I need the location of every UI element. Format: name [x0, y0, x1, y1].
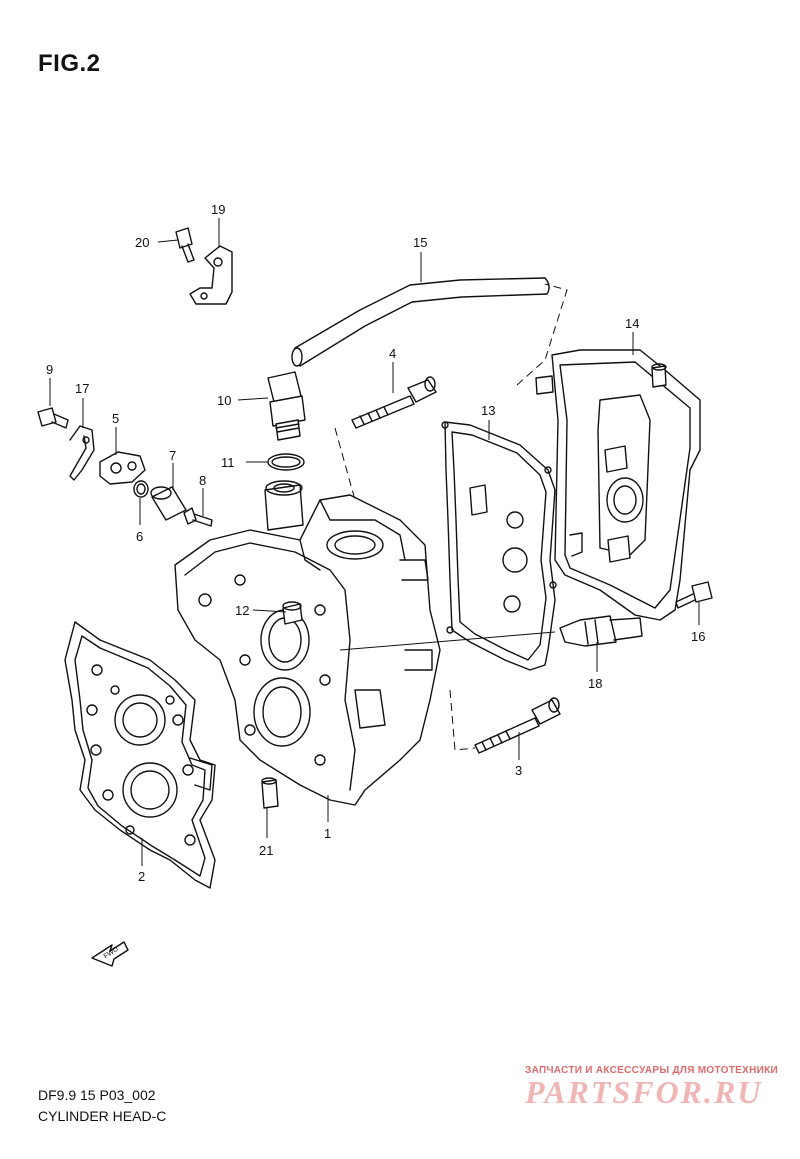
figure-name: CYLINDER HEAD-C — [38, 1108, 167, 1124]
part-5-grommet — [99, 451, 146, 485]
part-16-bolt — [675, 581, 713, 609]
callout-18: 18 — [588, 676, 602, 691]
part-8-screw — [183, 507, 213, 527]
part-19-bracket — [189, 245, 233, 305]
callout-16: 16 — [691, 629, 705, 644]
part-15-breather-hose — [291, 277, 550, 367]
callout-4: 4 — [389, 346, 396, 361]
assembly-line — [516, 283, 568, 386]
part-21-plug — [261, 777, 279, 809]
part-10-fitting — [267, 371, 306, 441]
callout-8: 8 — [199, 473, 206, 488]
part-14-head-cover — [535, 349, 701, 621]
fwd-arrow-icon: FWD — [91, 941, 129, 967]
callout-3: 3 — [515, 763, 522, 778]
assembly-line — [334, 427, 356, 501]
callout-13: 13 — [481, 403, 495, 418]
callout-1: 1 — [324, 826, 331, 841]
part-11-o-ring — [267, 453, 305, 471]
assembly-line — [339, 631, 556, 651]
callout-10: 10 — [217, 393, 231, 408]
callout-5: 5 — [112, 411, 119, 426]
watermark-tagline: ЗАПЧАСТИ И АКСЕССУАРЫ ДЛЯ МОТОТЕХНИКИ — [525, 1065, 778, 1076]
part-2-head-gasket — [64, 621, 216, 889]
watermark: ЗАПЧАСТИ И АКСЕССУАРЫ ДЛЯ МОТОТЕХНИКИ PA… — [525, 1065, 778, 1111]
callout-20: 20 — [135, 235, 149, 250]
watermark-brand: PARTSFOR.RU — [525, 1074, 763, 1110]
part-1-cylinder-head — [174, 480, 441, 806]
figure-code: DF9.9 15 P03_002 — [38, 1087, 156, 1103]
callout-12: 12 — [235, 603, 249, 618]
figure-title: FIG.2 — [38, 50, 101, 77]
part-20-bolt — [175, 227, 195, 263]
callout-14: 14 — [625, 316, 639, 331]
part-7-collar — [150, 486, 187, 521]
callout-labels: 19 20 15 14 4 9 17 10 13 5 11 7 8 6 12 1… — [46, 202, 705, 884]
callout-11: 11 — [221, 455, 235, 470]
part-17-clamp — [69, 425, 95, 481]
callout-9: 9 — [46, 362, 53, 377]
part-9-bolt — [37, 407, 69, 429]
callout-15: 15 — [413, 235, 427, 250]
part-3-bolt — [474, 697, 561, 754]
part-12-fitting — [282, 601, 303, 625]
leader-lines — [49, 218, 700, 866]
part-4-bolt — [351, 376, 437, 429]
assembly-line — [449, 689, 476, 751]
callout-7: 7 — [169, 448, 176, 463]
callout-17: 17 — [75, 381, 89, 396]
callout-2: 2 — [138, 869, 145, 884]
callout-6: 6 — [136, 529, 143, 544]
callout-21: 21 — [259, 843, 273, 858]
part-6-washer — [133, 480, 149, 498]
part-13-cover-gasket — [441, 421, 557, 671]
callout-19: 19 — [211, 202, 225, 217]
part-18-spark-plug — [559, 615, 643, 647]
